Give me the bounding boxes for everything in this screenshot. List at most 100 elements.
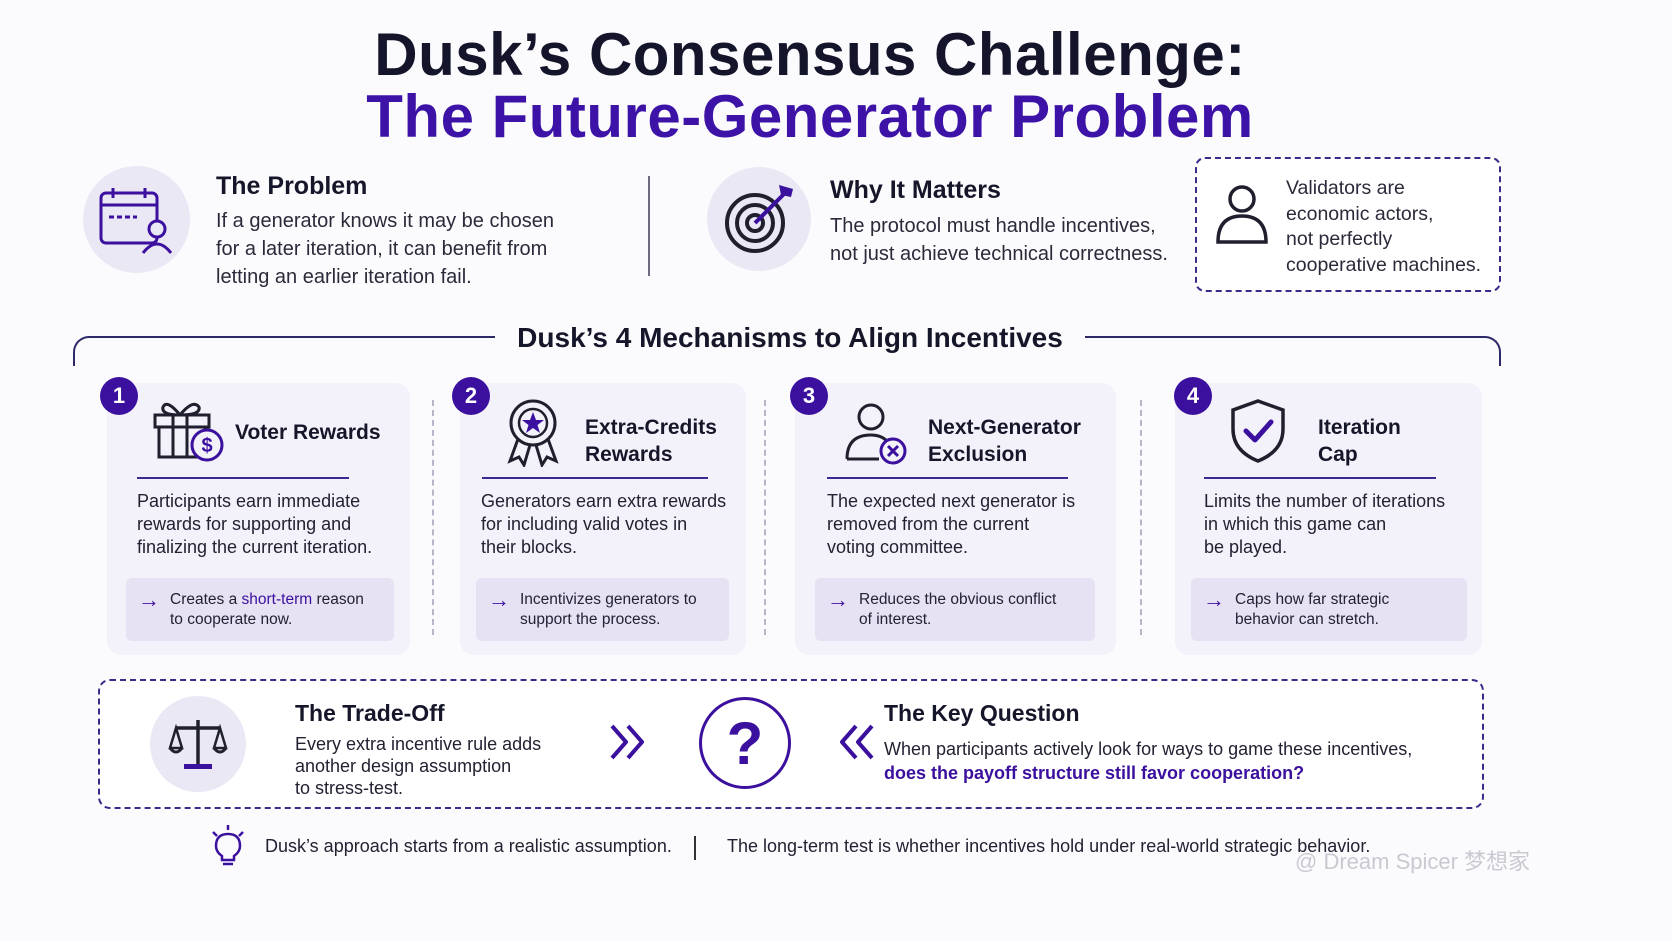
problem-line: letting an earlier iteration fail.	[216, 266, 472, 288]
card-desc-line: Generators earn extra rewards	[481, 491, 727, 511]
mechanisms-title: Dusk’s 4 Mechanisms to Align Incentives	[495, 322, 1085, 354]
calendar-user-icon	[83, 166, 190, 273]
card-note: → Caps how far strategic behavior can st…	[1191, 578, 1467, 641]
validators-text: Validators are economic actors, not perf…	[1286, 176, 1481, 278]
chevrons-right-icon	[608, 722, 648, 767]
card-desc-line: removed from the current	[827, 514, 1030, 534]
title-line-2: The Future-Generator Problem	[366, 83, 1254, 150]
card-separator	[432, 400, 434, 635]
card-note-text: Reduces the obvious conflict of interest…	[859, 590, 1056, 630]
card-desc-line: in which this game can	[1204, 514, 1387, 534]
card-desc-line: for including valid votes in	[481, 514, 688, 534]
tradeoff-line: another design assumption	[295, 756, 512, 776]
shield-check-icon	[1229, 397, 1287, 470]
user-excluded-icon	[845, 401, 911, 470]
chevrons-left-icon	[836, 722, 876, 767]
gift-dollar-icon: $	[151, 395, 227, 470]
title-line-1: Dusk’s Consensus Challenge:	[374, 21, 1246, 88]
note-line-2: to cooperate now.	[170, 611, 293, 628]
key-question-heading: The Key Question	[884, 700, 1080, 726]
card-description: The expected next generator is removed f…	[827, 490, 1075, 559]
footer-right-text: The long-term test is whether incentives…	[727, 836, 1371, 856]
number-badge-1: 1	[100, 377, 138, 415]
validators-line: not perfectly	[1286, 228, 1393, 250]
target-icon	[707, 167, 811, 271]
card-desc-line: The expected next generator is	[827, 491, 1076, 511]
mechanism-card-4: Iteration Cap Limits the number of itera…	[1175, 383, 1482, 655]
card-desc-line: Participants earn immediate	[137, 491, 361, 511]
tradeoff-line: Every extra incentive rule adds	[295, 734, 542, 754]
svg-text:$: $	[201, 435, 212, 457]
card-title-line: Rewards	[585, 443, 673, 466]
footer-separator	[694, 836, 696, 860]
card-underline	[827, 477, 1068, 479]
tradeoff-text: Every extra incentive rule adds another …	[295, 733, 541, 799]
problem-line: If a generator knows it may be chosen	[216, 210, 554, 232]
mechanism-card-2: Extra-Credits Rewards Generators earn ex…	[460, 383, 746, 655]
number-badge-3: 3	[790, 377, 828, 415]
arrow-right-icon: →	[827, 587, 849, 612]
tradeoff-question-box	[98, 679, 1484, 809]
tradeoff-line: to stress-test.	[295, 778, 404, 798]
card-title-line: Next-Generator	[928, 416, 1081, 439]
card-description: Generators earn extra rewards for includ…	[481, 490, 726, 559]
arrow-right-icon: →	[1203, 587, 1225, 612]
key-question-text: When participants actively look for ways…	[884, 737, 1412, 785]
card-title-line: Cap	[1318, 443, 1358, 466]
card-desc-line: their blocks.	[481, 537, 578, 557]
card-description: Participants earn immediate rewards for …	[137, 490, 372, 559]
note-line-1: Reduces the obvious conflict	[859, 591, 1057, 608]
card-underline	[482, 477, 708, 479]
card-underline	[137, 477, 349, 479]
validators-box	[1195, 157, 1501, 292]
card-note-text: Creates a short-term reason to cooperate…	[170, 590, 364, 630]
mechanism-card-1: $ Voter Rewards Participants earn immedi…	[107, 383, 410, 655]
card-title-line: Exclusion	[928, 443, 1028, 466]
card-desc-line: Limits the number of iterations	[1204, 491, 1446, 511]
validators-line: economic actors,	[1286, 202, 1434, 225]
validators-line: Validators are	[1286, 177, 1405, 199]
note-line-2: behavior can stretch.	[1235, 611, 1379, 628]
arrow-right-icon: →	[138, 587, 160, 612]
mechanism-card-3: Next-Generator Exclusion The expected ne…	[795, 383, 1116, 655]
card-separator	[1140, 400, 1142, 635]
arrow-right-icon: →	[488, 587, 510, 612]
why-text: The protocol must handle incentives, not…	[830, 212, 1168, 268]
card-note-text: Caps how far strategic behavior can stre…	[1235, 590, 1389, 630]
question-mark-icon: ?	[699, 697, 791, 789]
card-title: Iteration Cap	[1318, 414, 1401, 468]
award-ribbon-icon	[504, 397, 562, 472]
card-note: → Incentivizes generators to support the…	[476, 578, 729, 641]
validators-line: cooperative machines.	[1286, 253, 1482, 276]
note-line-2: of interest.	[859, 611, 932, 628]
card-desc-line: voting committee.	[827, 537, 969, 557]
card-title: Next-Generator Exclusion	[928, 414, 1081, 468]
note-post: reason	[312, 591, 364, 608]
card-desc-line: rewards for supporting and	[137, 514, 352, 534]
note-line-2: support the process.	[520, 611, 661, 628]
card-note: → Creates a short-term reason to coopera…	[126, 578, 394, 641]
card-note: → Reduces the obvious conflict of intere…	[815, 578, 1095, 641]
key-question-line-1: When participants actively look for ways…	[884, 739, 1413, 759]
card-note-text: Incentivizes generators to support the p…	[520, 590, 697, 630]
problem-heading: The Problem	[216, 172, 368, 200]
tradeoff-heading: The Trade-Off	[295, 700, 445, 726]
card-title-line: Iteration	[1318, 416, 1401, 439]
problem-line: for a later iteration, it can benefit fr…	[216, 238, 548, 260]
card-desc-line: finalizing the current iteration.	[137, 537, 373, 557]
card-desc-line: be played.	[1204, 537, 1288, 557]
note-line-1: Caps how far strategic	[1235, 591, 1390, 608]
card-title-line: Extra-Credits	[585, 416, 717, 439]
watermark: @ Dream Spicer 梦想家	[1295, 849, 1531, 874]
note-line-1: Incentivizes generators to	[520, 591, 697, 608]
mechanisms-title-wrap: Dusk’s 4 Mechanisms to Align Incentives	[0, 322, 1580, 354]
key-question-line-2: does the payoff structure still favor co…	[884, 763, 1305, 783]
lightbulb-icon	[210, 824, 246, 873]
number-badge-2: 2	[452, 377, 490, 415]
top-divider	[648, 176, 650, 276]
note-highlight: short-term	[241, 591, 313, 608]
card-separator	[764, 400, 766, 635]
note-pre: Creates a	[170, 591, 242, 608]
card-underline	[1204, 477, 1436, 479]
why-line: not just achieve technical correctness.	[830, 243, 1168, 265]
